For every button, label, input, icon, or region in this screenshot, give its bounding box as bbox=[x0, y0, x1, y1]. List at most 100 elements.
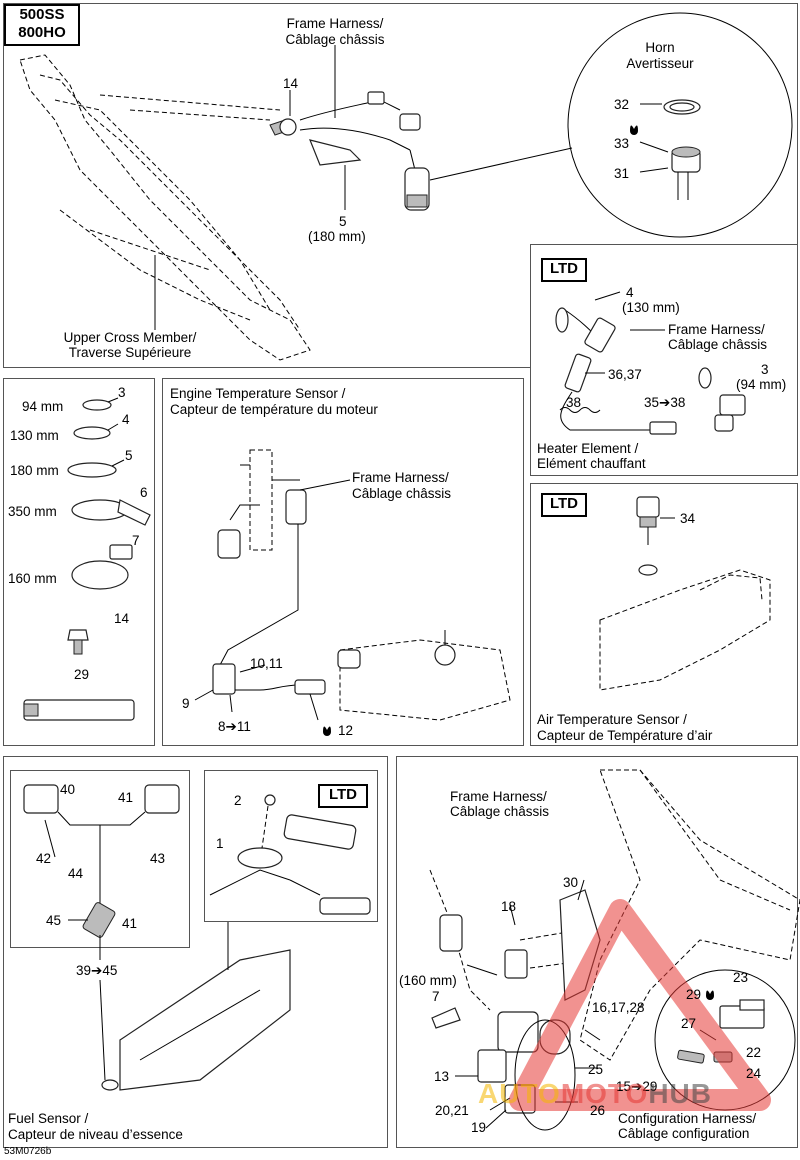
horn-label-1: Horn bbox=[645, 40, 675, 55]
watermark-auto: AUTO bbox=[478, 1078, 561, 1109]
ties-drawing bbox=[23, 397, 151, 721]
fuel-ref-45: 45 bbox=[46, 913, 62, 928]
config-ref-15-29: 15➔29 bbox=[616, 1079, 658, 1094]
air-ref-34: 34 bbox=[680, 511, 696, 526]
heater-ref-38: 38 bbox=[566, 395, 582, 410]
tie-length-160: 160 mm bbox=[8, 571, 57, 586]
engine-ref-12: 12 bbox=[338, 723, 354, 738]
config-ref-13: 13 bbox=[434, 1069, 450, 1084]
config-caption-2: Câblage configuration bbox=[618, 1126, 750, 1141]
frame-harness-top-drawing bbox=[129, 45, 430, 211]
fuel-ref-1: 1 bbox=[216, 836, 224, 851]
fuel-caption-2: Capteur de niveau d’essence bbox=[8, 1127, 183, 1142]
fuel-ref-41-bottom: 41 bbox=[122, 916, 138, 931]
watermark-hub: HUB bbox=[648, 1078, 712, 1109]
heater-frame-harness-1: Frame Harness/ bbox=[668, 322, 765, 337]
engine-ref-8-11: 8➔11 bbox=[218, 719, 251, 734]
heater-caption-1: Heater Element / bbox=[537, 441, 639, 456]
config-ref-26: 26 bbox=[590, 1103, 606, 1118]
panel-air-temp-sensor bbox=[530, 483, 798, 746]
air-temp-drawing bbox=[599, 496, 771, 691]
config-ref-23: 23 bbox=[733, 970, 749, 985]
watermark-triangle bbox=[509, 899, 771, 1111]
config-ref-19: 19 bbox=[471, 1120, 487, 1135]
config-ref-25: 25 bbox=[588, 1062, 604, 1077]
engine-temp-drawing bbox=[194, 449, 511, 736]
ltd-badge-air: LTD bbox=[541, 493, 587, 517]
tie-ref-5: 5 bbox=[125, 448, 133, 463]
engine-ref-10-11: 10,11 bbox=[250, 656, 283, 671]
model-line-2: 800HO bbox=[18, 24, 66, 41]
config-ref-20-21: 20,21 bbox=[435, 1103, 469, 1118]
ties-ref-29: 29 bbox=[74, 667, 90, 682]
horn-label-2: Avertisseur bbox=[626, 56, 694, 71]
fuel-ref-42: 42 bbox=[36, 851, 52, 866]
top-frame-harness-label-2: Câblage châssis bbox=[285, 32, 385, 47]
config-caption-1: Configuration Harness/ bbox=[618, 1111, 757, 1126]
ltd-badge-heater: LTD bbox=[541, 258, 587, 282]
tie-length-94: 94 mm bbox=[22, 399, 64, 414]
tie-ref-4: 4 bbox=[122, 412, 130, 427]
tie-length-130: 130 mm bbox=[10, 428, 59, 443]
watermark-logo: AUTOMOTOHUB bbox=[478, 1078, 712, 1110]
air-caption-1: Air Temperature Sensor / bbox=[537, 712, 687, 727]
engine-frame-harness-2: Câblage châssis bbox=[352, 486, 452, 501]
fuel-ref-2: 2 bbox=[234, 793, 242, 808]
config-ref-30: 30 bbox=[563, 875, 579, 890]
heater-ref-3-length: (94 mm) bbox=[736, 377, 787, 392]
screw-14-drawing bbox=[269, 118, 297, 136]
config-frame-harness-2: Câblage châssis bbox=[450, 804, 550, 819]
config-frame-harness-1: Frame Harness/ bbox=[450, 789, 547, 804]
engine-caption-2: Capteur de température du moteur bbox=[170, 402, 378, 417]
model-badge: 500SS 800HO bbox=[4, 4, 80, 46]
config-ref-7: 7 bbox=[432, 989, 440, 1004]
tie-length-350: 350 mm bbox=[8, 504, 57, 519]
heater-caption-2: Elément chauffant bbox=[537, 456, 646, 471]
fuel-caption-1: Fuel Sensor / bbox=[8, 1111, 89, 1126]
heater-ref-4: 4 bbox=[626, 285, 634, 300]
upper-cross-label-1: Upper Cross Member/ bbox=[63, 330, 197, 345]
config-ref-160mm: (160 mm) bbox=[399, 973, 457, 988]
config-ref-24: 24 bbox=[746, 1066, 762, 1081]
engine-ref-9: 9 bbox=[182, 696, 190, 711]
engine-caption-1: Engine Temperature Sensor / bbox=[170, 386, 346, 401]
top-frame-harness-label-1: Frame Harness/ bbox=[286, 16, 384, 31]
heater-ref-36-37: 36,37 bbox=[608, 367, 642, 382]
horn-detail-drawing bbox=[429, 12, 793, 238]
ref-31: 31 bbox=[614, 166, 630, 181]
ref-5-top: 5 bbox=[339, 214, 347, 229]
ref-14-top: 14 bbox=[283, 76, 299, 91]
engine-frame-harness-1: Frame Harness/ bbox=[352, 470, 449, 485]
heater-ref-3: 3 bbox=[761, 362, 769, 377]
heater-frame-harness-2: Câblage châssis bbox=[668, 337, 768, 352]
fuel-ref-40: 40 bbox=[60, 782, 76, 797]
upper-cross-member-drawing bbox=[19, 54, 311, 361]
tie-ref-3: 3 bbox=[118, 385, 126, 400]
config-ref-18: 18 bbox=[501, 899, 517, 914]
upper-cross-label-2: Traverse Supérieure bbox=[68, 345, 192, 360]
config-ref-16-17-28: 16,17,28 bbox=[592, 1000, 645, 1015]
fuel-ref-39-45: 39➔45 bbox=[76, 963, 118, 978]
model-line-1: 500SS bbox=[19, 6, 65, 23]
air-caption-2: Capteur de Température d’air bbox=[537, 728, 713, 743]
fuel-ref-44: 44 bbox=[68, 866, 84, 881]
heater-element-drawing bbox=[555, 291, 746, 435]
tie-length-180: 180 mm bbox=[10, 463, 59, 478]
config-ref-22: 22 bbox=[746, 1045, 762, 1060]
document-code: 53M0726b bbox=[4, 1146, 52, 1157]
ref-5-length: (180 mm) bbox=[308, 229, 366, 244]
tie-ref-6: 6 bbox=[140, 485, 148, 500]
watermark-moto: MOTO bbox=[560, 1078, 649, 1109]
config-ref-29: 29 bbox=[686, 987, 702, 1002]
heater-ref-4-length: (130 mm) bbox=[622, 300, 680, 315]
ref-32: 32 bbox=[614, 97, 630, 112]
fuel-ref-41-top: 41 bbox=[118, 790, 134, 805]
config-ref-27: 27 bbox=[681, 1016, 697, 1031]
fuel-sensor-drawing bbox=[23, 784, 371, 1091]
heater-ref-35-38: 35➔38 bbox=[644, 395, 686, 410]
ltd-badge-fuel: LTD bbox=[318, 784, 368, 808]
ref-33: 33 bbox=[614, 136, 630, 151]
panel-fasteners bbox=[3, 378, 155, 746]
ties-ref-14: 14 bbox=[114, 611, 130, 626]
